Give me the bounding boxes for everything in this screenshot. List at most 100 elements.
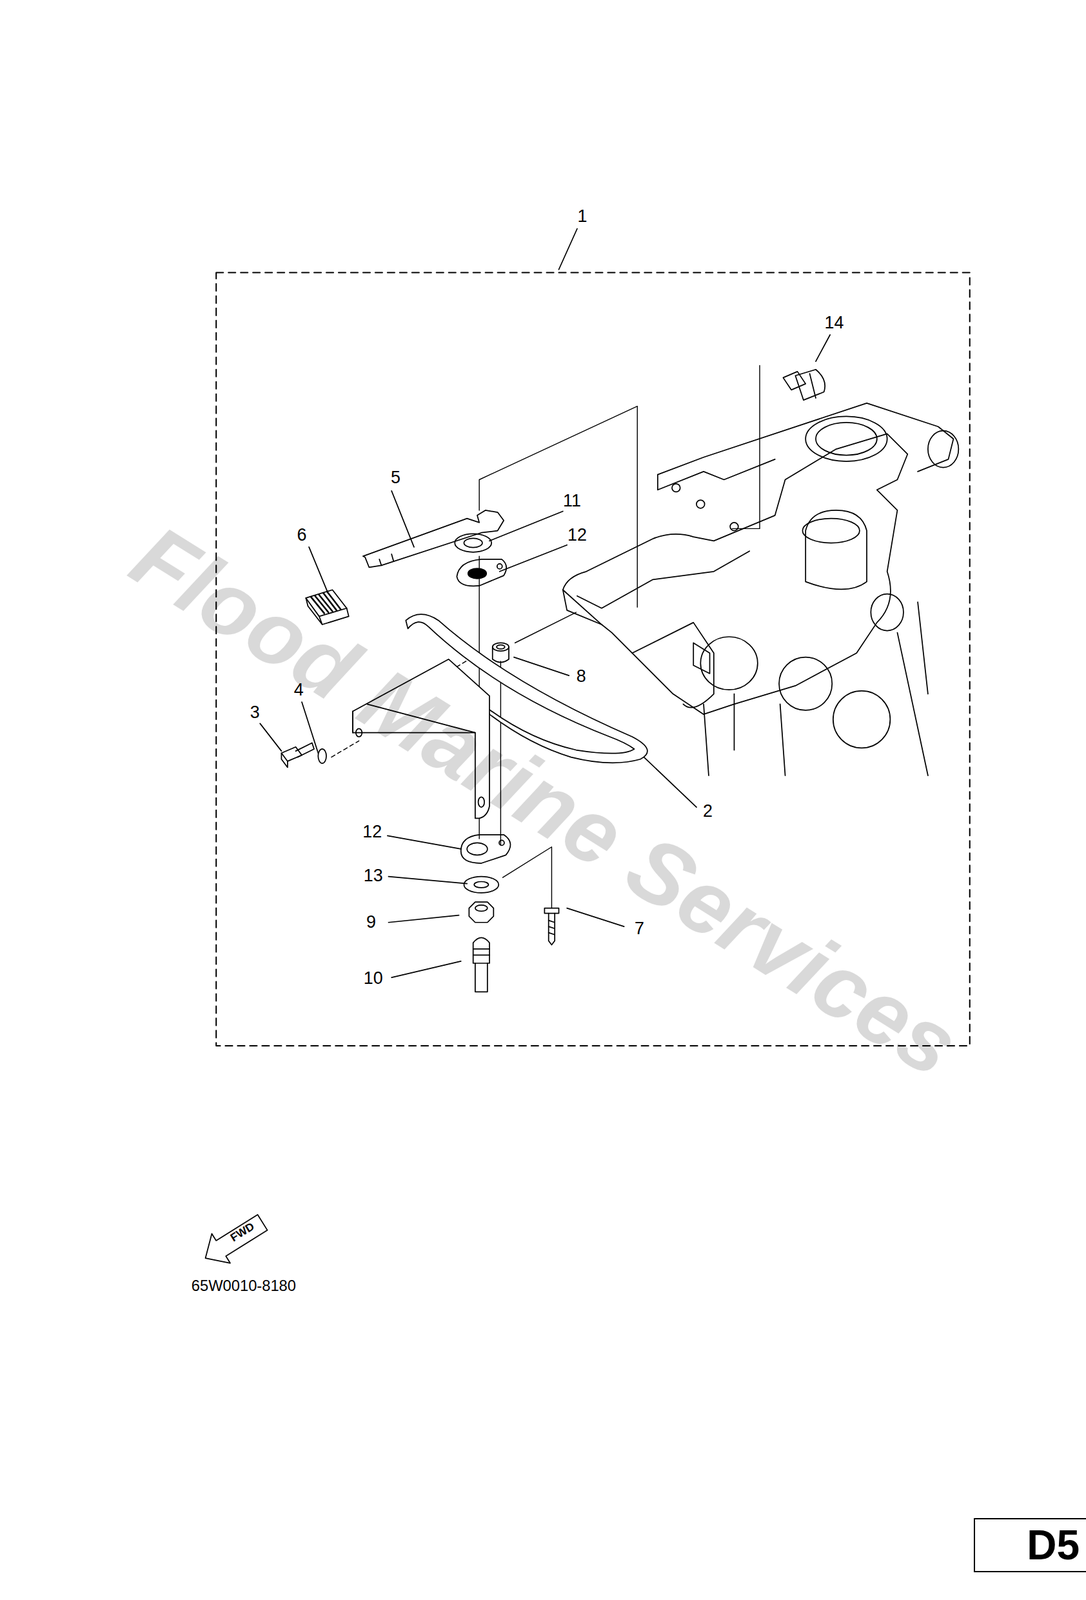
callout-number: 8 xyxy=(576,667,587,685)
nut xyxy=(475,904,488,911)
plate xyxy=(456,559,507,587)
assembly-line xyxy=(731,365,760,529)
screw xyxy=(548,926,555,929)
leader-line xyxy=(388,876,467,884)
stopper-plate xyxy=(379,559,382,565)
swivel-bracket xyxy=(730,522,739,531)
leader-line xyxy=(308,546,329,594)
swivel-bracket xyxy=(928,430,959,468)
forward-arrow xyxy=(196,1207,272,1273)
spring-washer xyxy=(317,748,327,763)
forward-arrow xyxy=(196,1207,272,1273)
grease-nipple xyxy=(809,373,816,398)
rubber-damper xyxy=(327,591,342,609)
washer xyxy=(463,537,482,547)
stopper-plate xyxy=(391,553,394,562)
swivel-bracket xyxy=(733,693,736,751)
screw xyxy=(548,932,555,935)
leader-line xyxy=(391,960,462,978)
swivel-bracket xyxy=(577,550,750,609)
leader-line xyxy=(566,908,625,927)
watermark: Flood Marine Services xyxy=(118,510,974,1092)
adjust-bolt xyxy=(473,937,490,992)
screw xyxy=(544,908,559,945)
page-code-box: D5 xyxy=(973,1517,1086,1572)
callout-number: 1 xyxy=(577,207,587,226)
assembly-line xyxy=(479,406,638,608)
assembly-line xyxy=(515,612,577,643)
adjust-bolt xyxy=(473,947,490,950)
bolt xyxy=(296,742,315,757)
swivel-bracket xyxy=(562,403,959,776)
leader-line xyxy=(559,228,578,270)
callout-number: 13 xyxy=(363,866,384,884)
callout-number: 9 xyxy=(366,913,376,931)
collar xyxy=(496,644,505,649)
swivel-bracket xyxy=(562,433,908,714)
leader-line xyxy=(387,835,462,849)
plate xyxy=(461,834,511,863)
swivel-bracket xyxy=(805,415,887,462)
adjust-bolt xyxy=(473,937,490,963)
swivel-bracket xyxy=(696,499,705,509)
collar xyxy=(492,642,509,662)
tab-washer xyxy=(473,880,489,887)
tab-washer xyxy=(463,876,499,893)
swivel-bracket xyxy=(917,601,929,694)
callout-number: 12 xyxy=(362,822,382,840)
adjust-bolt xyxy=(475,962,488,992)
collar xyxy=(492,642,509,651)
nut xyxy=(468,901,494,923)
grease-nipple xyxy=(782,369,825,400)
screw xyxy=(548,920,555,923)
callout-number: 11 xyxy=(562,492,582,510)
swivel-bracket xyxy=(562,589,602,625)
leader-line xyxy=(499,544,567,572)
plate xyxy=(497,563,503,569)
adjust-bolt xyxy=(473,953,490,956)
plate xyxy=(468,568,487,579)
leader-line xyxy=(388,915,459,923)
callout-number: 2 xyxy=(702,802,713,820)
swivel-bracket xyxy=(657,403,954,475)
grease-nipple xyxy=(782,371,806,390)
swivel-bracket xyxy=(815,422,878,456)
grease-nipple xyxy=(795,369,825,400)
swivel-bracket xyxy=(805,510,867,590)
swivel-bracket xyxy=(703,703,709,776)
washer xyxy=(454,533,492,552)
plate xyxy=(461,834,511,863)
callout-number: 14 xyxy=(824,313,844,331)
plate xyxy=(499,839,505,845)
plate xyxy=(466,842,488,855)
swivel-bracket xyxy=(870,593,904,631)
callout-number: 12 xyxy=(567,525,587,543)
plate xyxy=(456,559,507,587)
page-code: D5 xyxy=(1026,1523,1080,1566)
swivel-bracket xyxy=(780,703,786,776)
swivel-bracket xyxy=(657,459,776,490)
leader-line xyxy=(259,228,830,978)
swivel-bracket xyxy=(833,690,891,749)
callout-number: 3 xyxy=(250,702,260,721)
tab-washer xyxy=(463,876,499,893)
washer xyxy=(454,533,492,552)
swivel-bracket xyxy=(700,636,758,690)
swivel-bracket xyxy=(693,642,710,673)
spring-washer xyxy=(317,748,327,763)
screw xyxy=(544,908,559,914)
swivel-bracket xyxy=(779,657,832,711)
callout-number: 7 xyxy=(634,918,645,937)
callout-number: 6 xyxy=(297,525,307,543)
bolt xyxy=(281,752,287,767)
swivel-bracket xyxy=(631,622,714,708)
screw xyxy=(548,913,555,945)
leader-line xyxy=(815,334,830,362)
bolt xyxy=(281,742,315,767)
leader-line xyxy=(259,722,282,751)
leader-line xyxy=(513,657,569,676)
assembly-line xyxy=(503,846,553,909)
swivel-bracket xyxy=(802,518,860,543)
assembly-line xyxy=(331,740,360,757)
nut xyxy=(468,901,494,923)
